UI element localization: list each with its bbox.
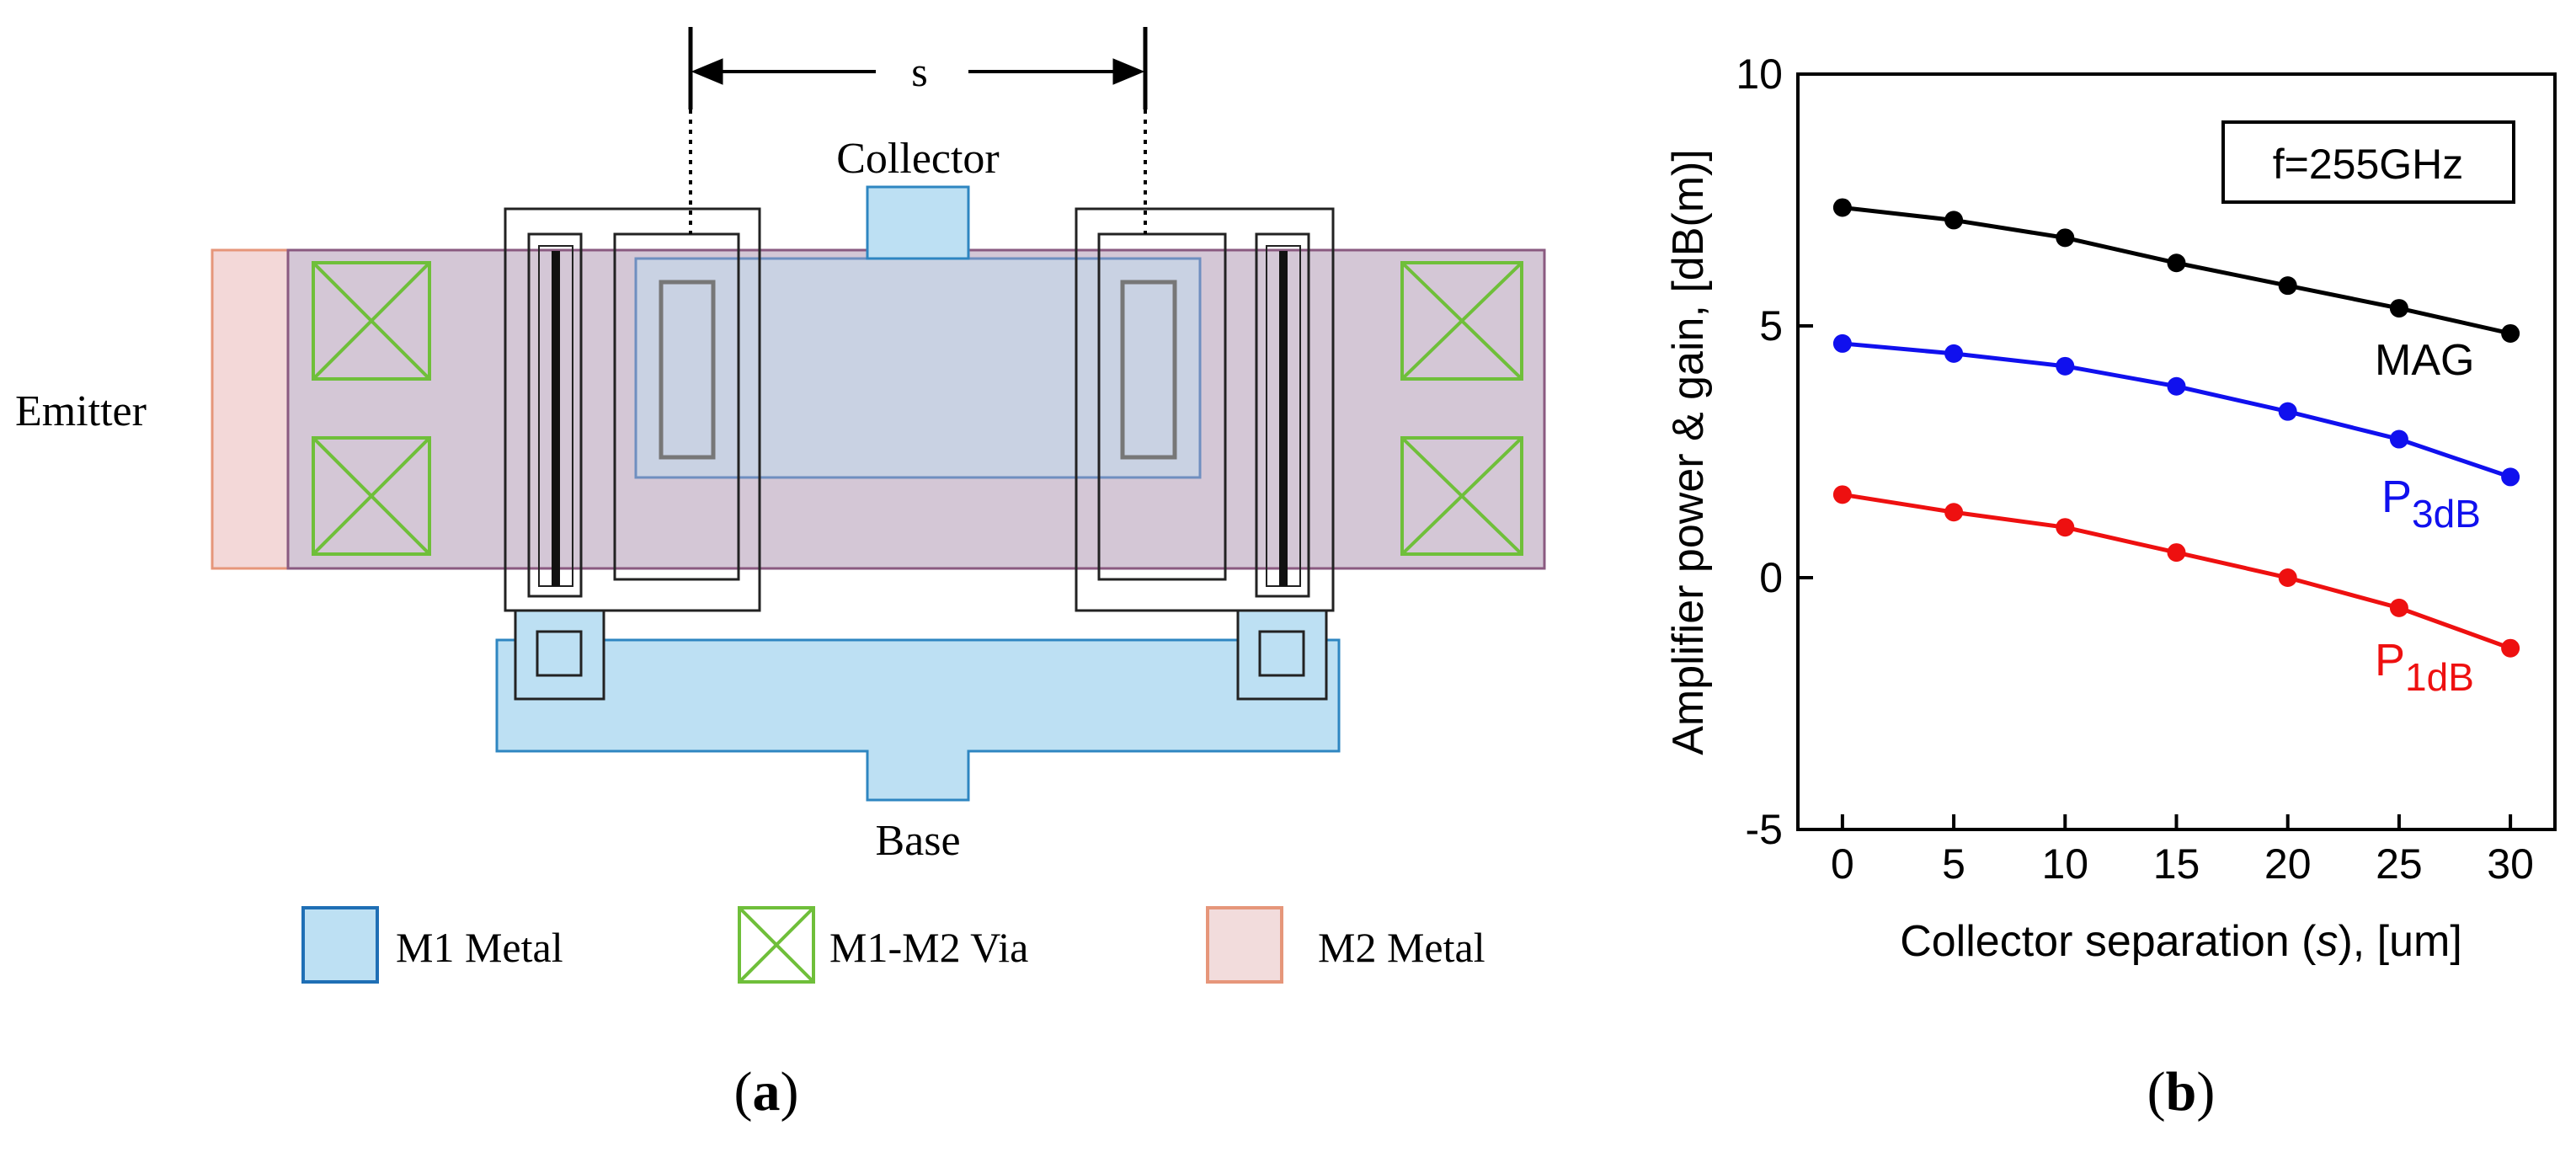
series-label-p3db-main: P <box>2381 472 2412 522</box>
data-point-p3db <box>2056 356 2075 376</box>
via-x-swatch <box>738 906 815 984</box>
y-tick-label: 10 <box>1736 51 1783 98</box>
axis-ticks: 0 5 10 15 20 25 30 -5 0 5 10 <box>1736 51 2534 888</box>
x-tick-label: 20 <box>2264 840 2312 888</box>
caption-a-close: ) <box>781 1061 799 1123</box>
caption-b-letter: b <box>2166 1061 2197 1123</box>
via-right-bottom <box>1400 436 1523 556</box>
data-point-p3db <box>2167 376 2186 396</box>
y-tick-label: -5 <box>1746 806 1783 853</box>
via-left-top <box>312 261 431 381</box>
collector-tab <box>866 185 970 260</box>
data-point-p1db <box>1944 503 1964 522</box>
right-collector-contact-inner <box>1120 280 1177 460</box>
left-base-contact-inner <box>536 630 583 677</box>
emitter-m1-overlay <box>286 248 1546 570</box>
data-point-mag <box>1944 211 1964 230</box>
separation-label: s <box>911 48 927 95</box>
data-point-p3db <box>2278 402 2297 421</box>
right-base-contact-outer <box>1236 609 1328 701</box>
frequency-annotation-box <box>2221 120 2515 204</box>
series-layer <box>1832 198 2520 658</box>
left-emitter-finger-core <box>552 251 560 586</box>
layout-diagram: s Collector Emitter Base M1 Metal M1-M2 … <box>15 27 1546 1123</box>
m2-metal-swatch <box>1206 906 1283 984</box>
panel-a-caption: (a) <box>734 1061 799 1123</box>
x-tick-label: 25 <box>2376 840 2423 888</box>
legend-via-label: M1-M2 Via <box>829 924 1028 971</box>
x-axis-label-prefix: Collector separation ( <box>1900 917 2317 966</box>
chart-panel: 0 5 10 15 20 25 30 -5 0 5 10 f=255GHz Amplifier po… <box>1664 51 2557 1123</box>
right-emitter-finger-outline <box>1255 232 1310 598</box>
left-device-outer-outline <box>504 207 761 612</box>
x-tick-label: 0 <box>1831 840 1854 888</box>
y-tick-label: 5 <box>1759 302 1783 349</box>
x-axis-label-suffix: ), [um] <box>2338 917 2461 966</box>
x-tick-label: 10 <box>2041 840 2088 888</box>
right-device-outer-outline <box>1075 207 1335 612</box>
base-label: Base <box>875 817 960 865</box>
series-label-p1db-sub: 1dB <box>2405 655 2474 699</box>
series-label-p1db: P1dB <box>2375 635 2474 699</box>
data-point-p1db <box>1832 485 1852 504</box>
emitter-label: Emitter <box>15 387 147 435</box>
x-tick-label: 5 <box>1942 840 1965 888</box>
series-label-p3db-sub: 3dB <box>2412 492 2481 536</box>
data-point-p1db <box>2278 568 2297 587</box>
data-point-p1db <box>2389 598 2408 617</box>
data-point-p1db <box>2056 518 2075 537</box>
separation-dimension <box>688 27 1148 234</box>
right-base-contact-inner <box>1258 630 1305 677</box>
data-point-mag <box>2389 299 2408 318</box>
caption-b-close: ) <box>2196 1061 2215 1123</box>
collector-label: Collector <box>836 135 1000 183</box>
series-label-p1db-main: P <box>2375 635 2405 685</box>
y-tick-label: 0 <box>1759 554 1783 601</box>
via-right-top <box>1400 261 1523 381</box>
x-tick-label: 15 <box>2153 840 2200 888</box>
right-emitter-finger-core <box>1279 251 1288 586</box>
left-emitter-finger-outline <box>527 232 583 598</box>
x-axis-label: Collector separation (s), [um] <box>1900 917 2462 966</box>
data-point-p3db <box>1944 344 1964 363</box>
via-left-bottom <box>312 436 431 556</box>
data-point-mag <box>2056 228 2075 248</box>
x-tick-label: 30 <box>2487 840 2534 888</box>
base-m1-metal <box>495 638 1341 802</box>
caption-a-open: ( <box>734 1061 753 1123</box>
panel-b-caption: (b) <box>2147 1061 2216 1123</box>
legend-m2-metal-label: M2 Metal <box>1318 924 1485 971</box>
data-point-mag <box>1832 198 1852 217</box>
data-point-p1db <box>2501 638 2520 658</box>
left-collector-contact-inner <box>659 280 716 460</box>
data-point-mag <box>2501 323 2520 343</box>
legend-m1-metal-label: M1 Metal <box>396 924 563 971</box>
layout-legend: M1 Metal M1-M2 Via M2 Metal <box>301 906 1485 984</box>
right-collector-contact-outer <box>1097 232 1227 581</box>
left-base-contact-outer <box>514 609 605 701</box>
m1-metal-swatch <box>301 906 379 984</box>
caption-b-open: ( <box>2147 1061 2166 1123</box>
data-point-p3db <box>2501 467 2520 487</box>
left-collector-contact-outer <box>613 232 740 581</box>
series-label-mag: MAG <box>2375 336 2474 385</box>
y-axis-label: Amplifier power & gain, [dB(m)] <box>1664 149 1713 755</box>
frequency-annotation: f=255GHz <box>2273 141 2464 188</box>
data-point-p1db <box>2167 543 2186 563</box>
data-point-p3db <box>2389 429 2408 449</box>
data-point-mag <box>2278 276 2297 296</box>
x-axis-label-italic: s <box>2316 917 2338 966</box>
series-label-p3db: P3dB <box>2381 472 2481 536</box>
caption-a-letter: a <box>753 1061 781 1123</box>
data-point-p3db <box>1832 333 1852 353</box>
data-point-mag <box>2167 253 2186 273</box>
